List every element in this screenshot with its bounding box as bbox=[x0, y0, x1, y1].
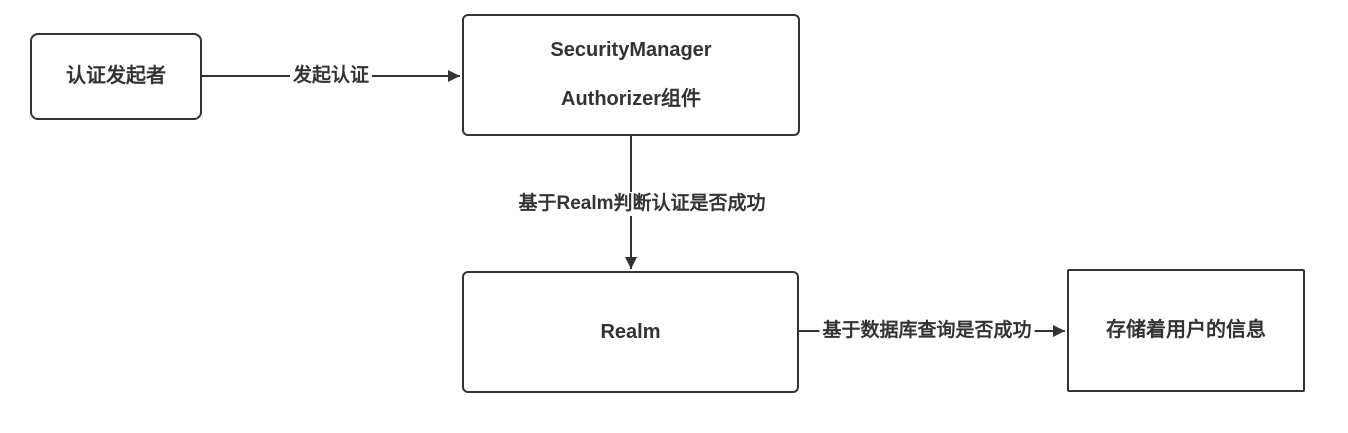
initiator-node: 认证发起者 bbox=[30, 33, 202, 120]
user-store-node: 存储着用户的信息 bbox=[1067, 269, 1305, 392]
security-manager-node: SecurityManager Authorizer组件 bbox=[462, 14, 800, 136]
edge-label-initiate-auth: 发起认证 bbox=[289, 64, 373, 88]
realm-node: Realm bbox=[462, 271, 799, 393]
realm-node-label: Realm bbox=[600, 320, 661, 343]
user-store-node-label: 存储着用户的信息 bbox=[1106, 319, 1266, 341]
edge-label-db-query: 基于数据库查询是否成功 bbox=[819, 319, 1035, 343]
initiator-node-label: 认证发起者 bbox=[66, 65, 166, 87]
edge-label-realm-check: 基于Realm判断认证是否成功 bbox=[515, 192, 769, 216]
security-manager-node-label-line2: Authorizer组件 bbox=[561, 88, 701, 110]
security-manager-node-label-line1: SecurityManager bbox=[550, 39, 712, 61]
